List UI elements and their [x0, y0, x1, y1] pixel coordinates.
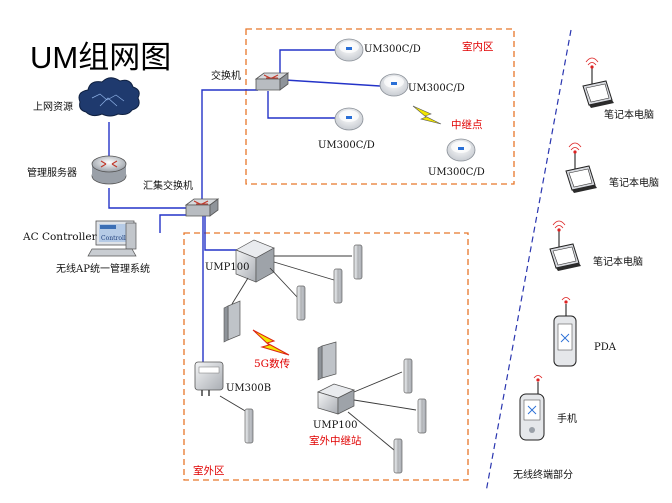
terminal-divider [485, 29, 572, 493]
pda-label: PDA [594, 342, 617, 353]
internet-cloud-icon [78, 77, 140, 117]
ap-um300-1-icon [334, 38, 364, 62]
link-switch-ap1 [279, 49, 336, 80]
laptop-2-icon [565, 142, 598, 194]
laptop-3-label: 笔记本电脑 [593, 255, 643, 268]
um300-4-label: UM300C/D [428, 167, 485, 178]
um300-3-label: UM300C/D [318, 140, 375, 151]
panel-antenna-left-icon [223, 300, 241, 343]
ac-system-label: 无线AP统一管理系统 [56, 262, 150, 275]
um300-2-label: UM300C/D [408, 83, 465, 94]
agg-switch-icon [185, 198, 219, 217]
link-server-agg [108, 188, 197, 209]
indoor-zone [245, 28, 515, 185]
laptop-1-label: 笔记本电脑 [604, 108, 654, 121]
ap-um300-4-icon [446, 138, 476, 162]
antenna-1-icon [353, 244, 363, 280]
antenna-5-icon [403, 358, 413, 394]
um300b-antenna-link [219, 395, 248, 413]
link-5g-label: 5G数传 [254, 357, 290, 370]
ac-screen-text: Controller [101, 235, 132, 242]
antenna-6-icon [417, 398, 427, 434]
ump100-top-label: UMP100 [205, 262, 249, 273]
ac-controller-icon: Controller [87, 220, 137, 257]
internet-label: 上网资源 [33, 100, 73, 113]
relay-point-label: 中继点 [451, 118, 483, 131]
phone-label: 手机 [557, 412, 577, 425]
antenna-4-icon [244, 408, 254, 444]
panel-antenna-right-icon [317, 341, 337, 381]
switch-label: 交换机 [211, 69, 241, 82]
outdoor-relay-label: 室外中继站 [309, 434, 362, 447]
um300b-label: UM300B [226, 383, 271, 394]
antenna-7-icon [393, 438, 403, 474]
diagram-title: UM组网图 [30, 40, 171, 75]
antenna-2-icon [333, 268, 343, 304]
laptop-2-label: 笔记本电脑 [609, 176, 659, 189]
um300-1-label: UM300C/D [364, 44, 421, 55]
indoor-zone-label: 室内区 [462, 40, 494, 53]
laptop-1-icon [582, 57, 615, 109]
ump100-top-antenna-links [231, 255, 352, 305]
antenna-3-icon [296, 285, 306, 321]
ump100-top-icon [235, 239, 275, 283]
link-switch-ap3 [267, 91, 338, 119]
terminals-label: 无线终端部分 [513, 468, 573, 481]
ump100-bottom-antenna-links [347, 371, 417, 451]
wired-links [108, 49, 381, 362]
link-switch-ap2 [284, 79, 381, 87]
ac-controller-label: AC Controller [22, 231, 98, 243]
switch-icon [255, 72, 289, 91]
ump100-bottom-label: UMP100 [313, 420, 357, 431]
ap-um300-3-icon [334, 107, 364, 131]
5g-link-lightning-icon [252, 329, 290, 356]
phone-icon [519, 375, 545, 441]
mgmt-server-label: 管理服务器 [27, 166, 77, 179]
link-ac-agg [159, 214, 192, 233]
um300b-icon [194, 361, 224, 396]
outdoor-zone-label: 室外区 [193, 464, 225, 477]
laptop-3-icon [549, 220, 582, 272]
mgmt-server-icon [91, 155, 127, 185]
outdoor-zone [183, 232, 469, 481]
agg-switch-label: 汇集交换机 [143, 179, 193, 192]
ump100-bottom-icon [317, 383, 355, 415]
link-agg-switch [201, 89, 258, 207]
indoor-relay-lightning-icon [412, 105, 442, 125]
ap-um300-2-icon [379, 73, 409, 97]
pda-icon [553, 297, 577, 367]
link-agg-ump100 [204, 216, 238, 251]
